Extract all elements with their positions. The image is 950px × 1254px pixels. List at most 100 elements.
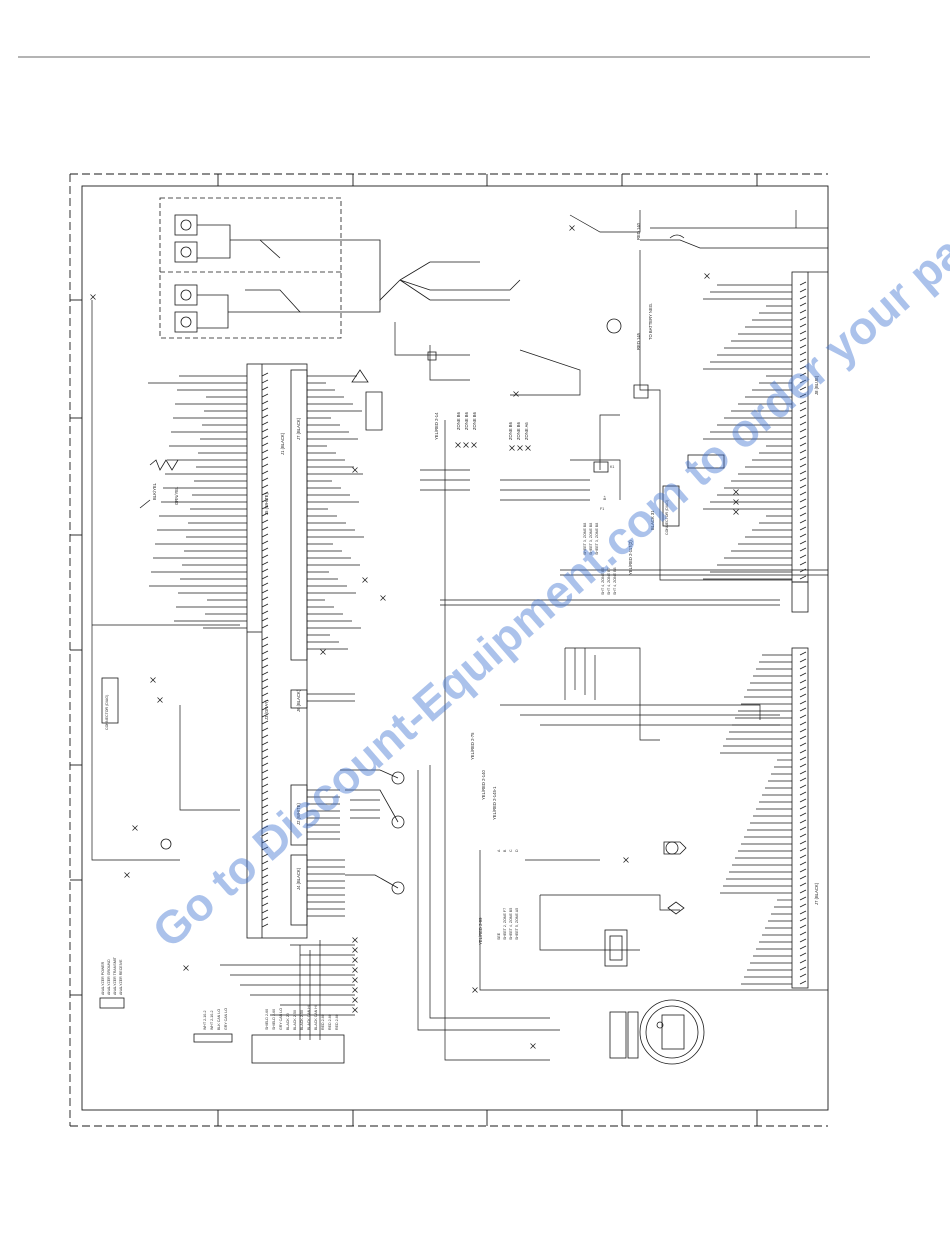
wire-segment [799, 351, 807, 356]
wire-segment [261, 442, 269, 447]
label-yel-red-2-99: YEL/RED 2-99 [478, 917, 483, 945]
wire-segment [799, 938, 807, 943]
cable-label-2: ANALYZER TRANSMIT [113, 956, 117, 995]
wire-segment [261, 643, 269, 648]
wire-segment [261, 554, 269, 559]
wire-segment [261, 916, 269, 921]
wire-segment [623, 857, 629, 863]
sheet-ref-b-1: SHEET 3, ZONE B8 [589, 523, 593, 555]
wire-segment [799, 554, 807, 559]
wire-segment [472, 987, 478, 993]
wire-segment [261, 867, 269, 872]
wire-segment [799, 344, 807, 349]
wire-segment [261, 491, 269, 496]
label-red-145: RED 145 [636, 332, 641, 350]
wire-segment [799, 917, 807, 922]
harness-b-0: SHIELD 2-60 [265, 1009, 269, 1030]
wire-segment [799, 973, 807, 978]
wire-segment [799, 547, 807, 552]
terminal-block [609, 1011, 627, 1059]
wire-segment [799, 428, 807, 433]
wire-segment [261, 582, 269, 587]
wire-segment [530, 1043, 536, 1049]
label-yel-red-2-117: YEL/RED 2-117(2) [628, 540, 633, 575]
wire-segment [352, 957, 358, 963]
wire-segment [352, 987, 358, 993]
harness-b-9: RED 2-60 [328, 1014, 332, 1030]
relay-symbol [593, 461, 609, 473]
wire-segment [799, 819, 807, 824]
label-yel-red-2-140: YEL/RED 2-140 [481, 770, 486, 800]
wire-segment [261, 804, 269, 809]
harness-b-6: BLACK CAN HI [307, 1005, 311, 1030]
wire-segment [799, 463, 807, 468]
label-yel-red-2-145: YEL/RED 2-145-1 [492, 786, 497, 820]
wire-segment [799, 875, 807, 880]
wire-segment [799, 749, 807, 754]
wire-segment [124, 872, 130, 878]
wire-segment [261, 386, 269, 391]
outer-frame [69, 173, 829, 1127]
label-black-31: BLACK 31 [650, 510, 655, 530]
connector-j8-right [791, 271, 828, 989]
wire-segment [799, 721, 807, 726]
wire-segment [799, 442, 807, 447]
wire-segment [799, 302, 807, 307]
wire-segment [261, 874, 269, 879]
wire-segment [799, 470, 807, 475]
wire-segment [261, 902, 269, 907]
wire-segment [320, 649, 326, 655]
wire-segment [799, 414, 807, 419]
wire-segment [261, 393, 269, 398]
wire-segment [352, 467, 358, 473]
wire-segment [261, 505, 269, 510]
wire-segment [261, 603, 269, 608]
wire-segment [799, 281, 807, 286]
wire-segment [733, 499, 739, 505]
harness-b-4: BLACK 2-50 [293, 1010, 297, 1030]
wire-segment [799, 840, 807, 845]
harness-plug-b [251, 1034, 345, 1064]
wire-segment [799, 952, 807, 957]
wire-segment [799, 896, 807, 901]
wire-segment [261, 484, 269, 489]
wire-segment [261, 435, 269, 440]
wire-segment [261, 636, 269, 641]
wire-segment [799, 672, 807, 677]
wire-segment [471, 442, 477, 448]
wire-segment [380, 595, 386, 601]
wire-segment [799, 805, 807, 810]
wire-segment [261, 533, 269, 538]
b-plus-label: B+ [603, 496, 607, 501]
zone-b-0: ZONE B6 [508, 421, 513, 440]
wire-segment [733, 489, 739, 495]
wire-segment [261, 909, 269, 914]
wire-segment [261, 477, 269, 482]
wire-segment [799, 714, 807, 719]
wire-segment [569, 225, 575, 231]
wire-segment [509, 445, 515, 451]
relay-label: K1 [610, 465, 614, 469]
label-grn-yel: GRN/YEL [174, 486, 179, 505]
wire-segment [261, 727, 269, 732]
wire-segment [799, 693, 807, 698]
wire-segment [352, 947, 358, 953]
connector-diag-right: CONNECTOR (DIAG) [665, 500, 669, 535]
abcd-1: B [503, 849, 507, 852]
sheet-ref-c-0: SHT 4, ZONE B5 [601, 568, 605, 596]
meter-display [661, 1014, 685, 1050]
wire-segment [352, 997, 358, 1003]
wire-segment [799, 707, 807, 712]
wire-segment [799, 903, 807, 908]
display-module [604, 929, 628, 967]
diag-connector-left [101, 677, 119, 724]
wire-segment [261, 713, 269, 718]
wire-segment [352, 937, 358, 943]
wire-segment [261, 617, 269, 622]
wire-segment [799, 868, 807, 873]
wire-segment [261, 846, 269, 851]
wire-segment [261, 421, 269, 426]
wire-segment [261, 519, 269, 524]
